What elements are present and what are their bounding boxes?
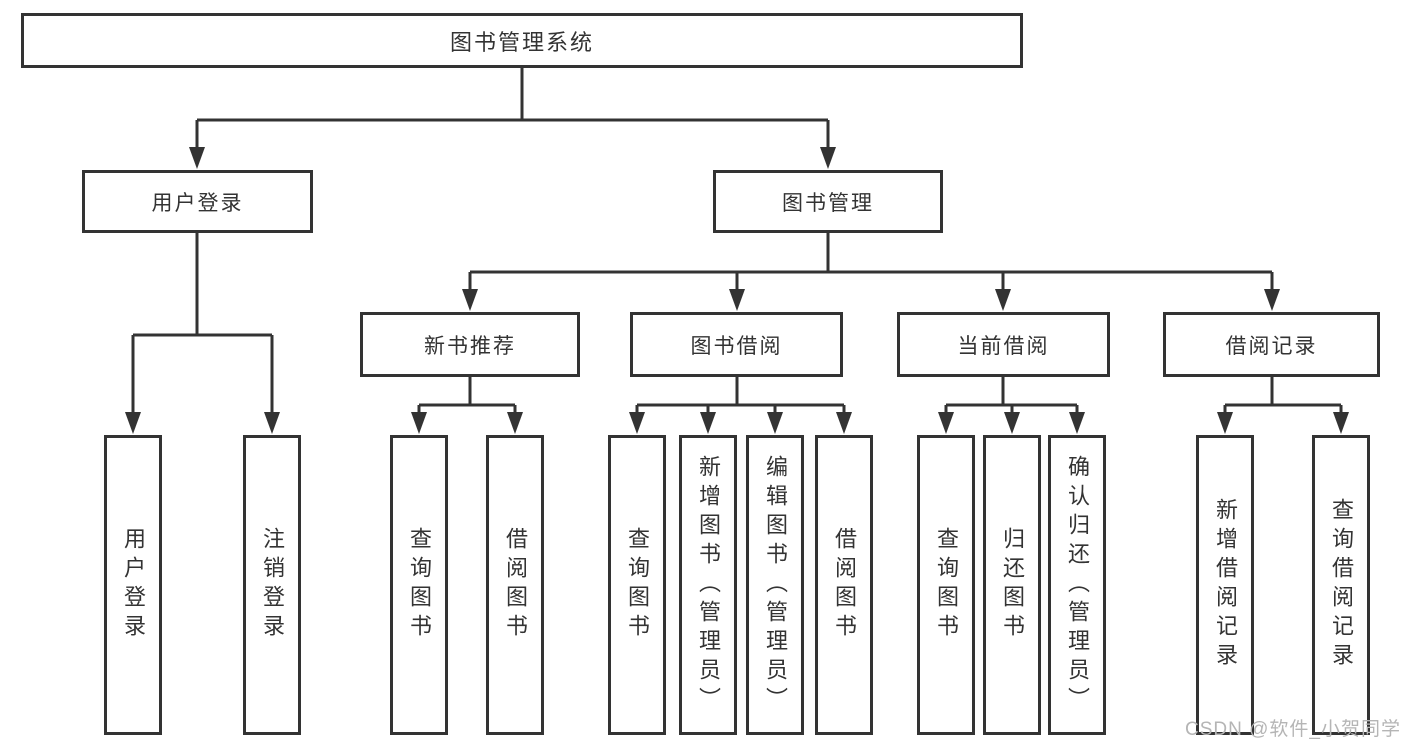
node-borrow-records: 借阅记录 bbox=[1163, 312, 1380, 377]
node-book-management-label: 图书管理 bbox=[782, 191, 874, 215]
leaf-confirm-return-admin-label: 确认归还（管理员） bbox=[1065, 454, 1090, 716]
node-book-management: 图书管理 bbox=[713, 170, 943, 233]
leaf-borrow-books-newrec-label: 借阅图书 bbox=[503, 527, 528, 643]
leaf-borrow-books-borrow-label: 借阅图书 bbox=[832, 527, 857, 643]
leaf-add-borrow-record-label: 新增借阅记录 bbox=[1213, 498, 1238, 672]
leaf-user-login: 用户登录 bbox=[104, 435, 162, 735]
leaf-add-borrow-record: 新增借阅记录 bbox=[1196, 435, 1254, 735]
node-current-borrow: 当前借阅 bbox=[897, 312, 1110, 377]
leaf-query-borrow-record-label: 查询借阅记录 bbox=[1329, 498, 1354, 672]
leaf-edit-book-admin-label: 编辑图书（管理员） bbox=[763, 454, 788, 716]
leaf-return-book-label: 归还图书 bbox=[1000, 527, 1025, 643]
node-book-borrow-label: 图书借阅 bbox=[690, 334, 783, 358]
leaf-logout-label: 注销登录 bbox=[260, 527, 285, 643]
arrowhead-icons bbox=[125, 147, 1349, 434]
leaf-confirm-return-admin: 确认归还（管理员） bbox=[1048, 435, 1106, 735]
leaf-user-login-label: 用户登录 bbox=[121, 527, 146, 643]
node-borrow-records-label: 借阅记录 bbox=[1225, 334, 1318, 358]
leaf-add-book-admin-label: 新增图书（管理员） bbox=[696, 454, 721, 716]
node-user-login-label: 用户登录 bbox=[151, 191, 244, 215]
leaf-query-borrow-record: 查询借阅记录 bbox=[1312, 435, 1370, 735]
leaf-query-books-borrow: 查询图书 bbox=[608, 435, 666, 735]
leaf-borrow-books-borrow: 借阅图书 bbox=[815, 435, 873, 735]
node-new-book-recommend-label: 新书推荐 bbox=[424, 334, 516, 358]
node-root-label: 图书管理系统 bbox=[449, 29, 594, 55]
leaf-add-book-admin: 新增图书（管理员） bbox=[679, 435, 737, 735]
leaf-query-books-current: 查询图书 bbox=[917, 435, 975, 735]
node-user-login: 用户登录 bbox=[82, 170, 313, 233]
node-new-book-recommend: 新书推荐 bbox=[360, 312, 580, 377]
leaf-query-books-newrec-label: 查询图书 bbox=[407, 527, 432, 643]
leaf-query-books-current-label: 查询图书 bbox=[934, 527, 959, 643]
leaf-edit-book-admin: 编辑图书（管理员） bbox=[746, 435, 804, 735]
leaf-borrow-books-newrec: 借阅图书 bbox=[486, 435, 544, 735]
leaf-query-books-newrec: 查询图书 bbox=[390, 435, 448, 735]
csdn-watermark: CSDN @软件_小贺同学 bbox=[1185, 719, 1401, 740]
leaf-logout: 注销登录 bbox=[243, 435, 301, 735]
leaf-query-books-borrow-label: 查询图书 bbox=[625, 527, 650, 643]
node-root-system: 图书管理系统 bbox=[21, 13, 1023, 68]
leaf-return-book: 归还图书 bbox=[983, 435, 1041, 735]
node-current-borrow-label: 当前借阅 bbox=[957, 334, 1050, 358]
node-book-borrow: 图书借阅 bbox=[630, 312, 843, 377]
